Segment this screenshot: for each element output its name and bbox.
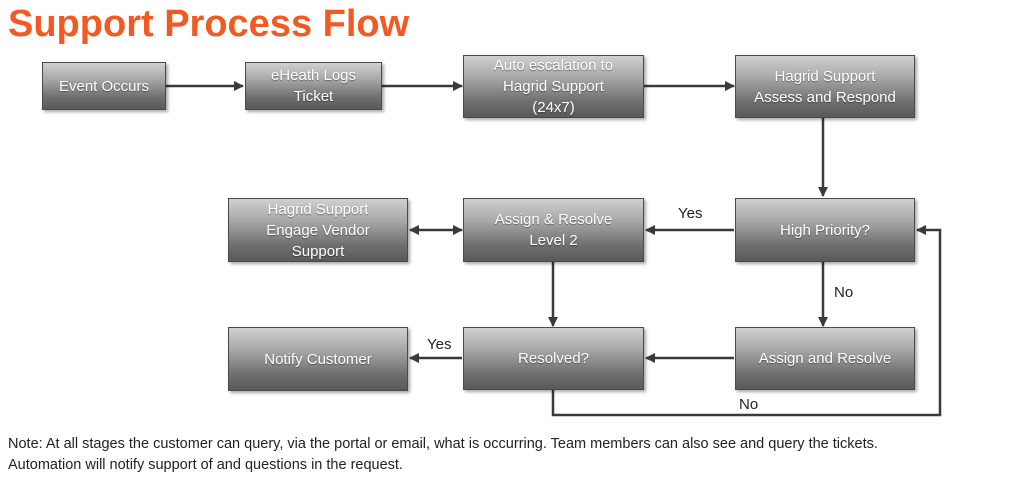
edge-label-resolved-no: No (739, 396, 759, 413)
edge-label-high-priority-no: No (834, 284, 854, 301)
node-assign-and-resolve: Assign and Resolve (735, 327, 915, 390)
node-high-priority: High Priority? (735, 198, 915, 262)
node-notify-customer: Notify Customer (228, 327, 408, 391)
node-event-occurs: Event Occurs (42, 62, 166, 110)
edge-label-high-priority-yes: Yes (678, 205, 703, 222)
node-assign-resolve-level2: Assign & Resolve Level 2 (463, 198, 644, 262)
page-title: Support Process Flow (8, 3, 410, 45)
edge-label-resolved-yes: Yes (427, 336, 452, 353)
node-ehealth-logs-ticket: eHeath Logs Ticket (245, 62, 382, 110)
node-assess-respond: Hagrid Support Assess and Respond (735, 55, 915, 118)
arrow-resolved-no-loop (551, 225, 942, 417)
node-engage-vendor: Hagrid Support Engage Vendor Support (228, 198, 408, 262)
node-auto-escalation: Auto escalation to Hagrid Support (24x7) (463, 55, 644, 118)
node-resolved: Resolved? (463, 327, 644, 390)
footnote: Note: At all stages the customer can que… (8, 436, 878, 473)
